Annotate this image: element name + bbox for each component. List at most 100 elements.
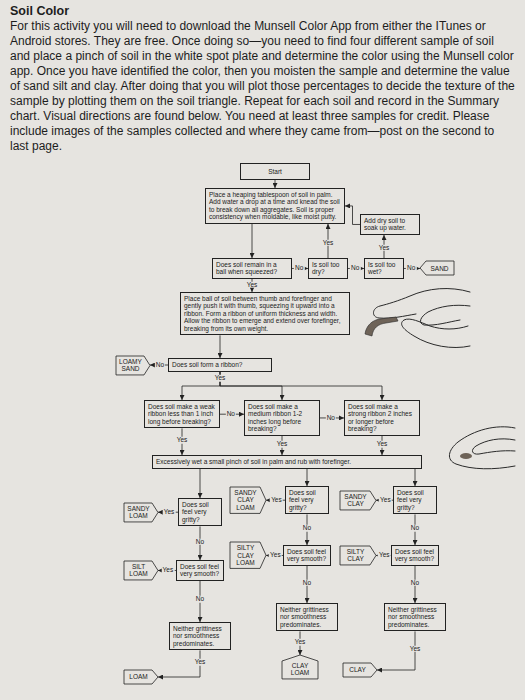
edge-label-patch: No — [406, 265, 416, 272]
edge-label: Yes — [215, 374, 226, 381]
edge-label-patch: No — [410, 525, 420, 532]
flow-arrow — [415, 469, 416, 486]
node-text: Does soil make a medium ribbon 1-2 inche… — [248, 403, 316, 433]
flow-arrow — [345, 206, 360, 225]
result-outline — [230, 487, 266, 513]
decision-box: Does soil feel very smooth? — [283, 545, 331, 566]
result-outline — [124, 561, 158, 580]
start-box: Start — [240, 163, 310, 180]
hand-thumb — [402, 319, 470, 347]
edge-label: Yes — [164, 508, 175, 515]
texture-result: SILTY CLAY LOAM — [230, 542, 266, 568]
edge-label-patch: Yes — [409, 646, 422, 653]
node-text: Does soil feel very smooth? — [287, 548, 327, 563]
node-text: Does soil remain in a ball when squeezed… — [216, 261, 288, 276]
edge-label: Yes — [277, 440, 288, 447]
result-outline — [343, 663, 377, 677]
decision-box: Does soil feel very smooth? — [176, 560, 224, 581]
result-outline — [230, 542, 266, 568]
hand-finger — [421, 305, 470, 325]
edge-label-patch: Yes — [269, 552, 282, 559]
decision-box: Neither grittiness nor smoothness predom… — [169, 622, 231, 650]
flow-arrow — [220, 335, 221, 358]
texture-result: SILT LOAM — [124, 561, 158, 580]
edge-label-patch: Yes — [176, 437, 189, 444]
edge-label: Yes — [295, 638, 306, 645]
process-box: Place ball of soil between thumb and for… — [180, 292, 350, 335]
texture-result: LOAM — [124, 670, 158, 684]
node-text: Place a heaping tablespoon of soil in pa… — [209, 191, 341, 221]
node-text: Place ball of soil between thumb and for… — [184, 295, 346, 332]
node-text: SILTY CLAY — [343, 548, 368, 563]
result-outline — [124, 670, 158, 684]
node-text: Does soil form a ribbon? — [172, 361, 268, 368]
texture-result: SANDY CLAY — [340, 491, 376, 510]
edge-label: No — [351, 264, 359, 271]
edge-label: No — [411, 524, 419, 531]
hand-forefinger — [373, 289, 470, 319]
edge-label: Yes — [377, 440, 388, 447]
decision-box: Does soil feel very gritty? — [178, 498, 222, 526]
edge-label: Yes — [163, 566, 174, 573]
node-text: SANDY CLAY LOAM — [233, 489, 258, 511]
node-text: Start — [244, 168, 306, 175]
node-text: SILT LOAM — [127, 563, 150, 578]
edge-label-patch: Yes — [276, 441, 289, 448]
edge-label: Yes — [177, 436, 188, 443]
texture-result: SANDY LOAM — [124, 503, 158, 522]
edge-label-patch: No — [326, 415, 336, 422]
edge-label-patch: No — [195, 596, 205, 603]
texture-result: SAND — [420, 261, 454, 275]
edge-label-patch: Yes — [214, 375, 227, 382]
edge-label-patch: No — [195, 538, 205, 545]
node-text: Does soil feel very gritty? — [182, 501, 218, 523]
instructions-paragraph: For this activity you will need to downl… — [10, 19, 515, 154]
result-outline — [420, 261, 454, 275]
node-text: Does soil make a strong ribbon 2 inches … — [348, 403, 416, 433]
edge-label: Yes — [379, 243, 390, 250]
flow-arrow — [275, 180, 276, 188]
node-text: Is soil too wet? — [368, 261, 400, 276]
instruction-band: Excessively wet a small pinch of soil in… — [152, 455, 422, 469]
flow-arrow — [252, 224, 253, 258]
result-outline — [282, 655, 318, 679]
edge-label-patch: No — [350, 265, 360, 272]
edge-label-patch: No — [302, 579, 312, 586]
edge-label: No — [411, 578, 419, 585]
decision-box: Neither grittiness nor smoothness predom… — [276, 603, 338, 631]
decision-box: Is soil too wet? — [364, 258, 404, 279]
node-text: Does soil make a weak ribbon less than 1… — [148, 403, 216, 425]
node-text: SAND — [428, 265, 451, 272]
edge-label-patch: No — [226, 411, 236, 418]
node-text: Does soil feel very smooth? — [395, 548, 435, 563]
edge-label: No — [196, 595, 204, 602]
flow-arrow — [200, 469, 201, 498]
edge-label: Yes — [247, 281, 258, 288]
edge-label-patch: Yes — [294, 639, 307, 646]
soil-ribbon — [365, 317, 398, 336]
node-text: SANDY CLAY — [343, 493, 368, 508]
result-outline — [340, 491, 376, 510]
texture-result: LOAMY SAND — [116, 356, 150, 375]
edge-label-patch: Yes — [194, 659, 207, 666]
node-text: CLAY — [346, 666, 369, 673]
soil-pinch — [460, 453, 472, 459]
node-text: CLAY LOAM — [285, 662, 315, 677]
node-text: Neither grittiness nor smoothness predom… — [173, 625, 227, 647]
node-text: Add dry soil to soak up water. — [364, 217, 416, 232]
page-title: Soil Color — [10, 4, 69, 19]
decision-box: Does soil form a ribbon? — [168, 358, 272, 372]
edge-label: Yes — [271, 496, 282, 503]
edge-label-patch: Yes — [379, 497, 392, 504]
texture-result: SANDY CLAY LOAM — [230, 487, 266, 513]
edge-label: Yes — [380, 496, 391, 503]
edge-label-patch: Yes — [376, 441, 389, 448]
node-text: Neither grittiness nor smoothness predom… — [280, 606, 334, 628]
decision-box: Does soil feel very gritty? — [393, 486, 437, 514]
node-text: SILTY CLAY LOAM — [233, 544, 258, 566]
edge-label: No — [156, 361, 164, 368]
node-text: Does soil feel very gritty? — [289, 489, 325, 511]
edge-label: Yes — [323, 238, 334, 245]
edge-label-patch: Yes — [162, 567, 175, 574]
edge-label-patch: Yes — [378, 552, 391, 559]
